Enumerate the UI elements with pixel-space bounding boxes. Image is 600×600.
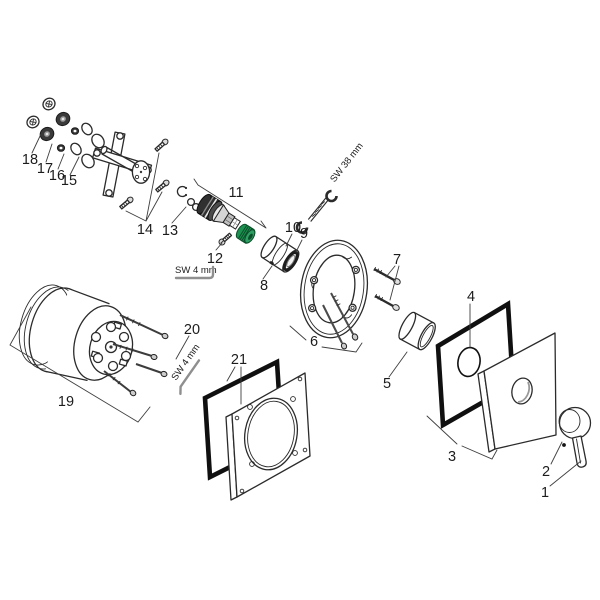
callout-13: 13 (162, 206, 187, 239)
part-3-escutcheon (477, 332, 557, 453)
svg-text:16: 16 (49, 168, 65, 184)
callout-18: 18 (22, 133, 42, 168)
svg-text:6: 6 (310, 334, 318, 350)
callout-12: 12 (207, 242, 223, 267)
part-17-bushings (39, 111, 71, 142)
svg-text:11: 11 (228, 185, 243, 201)
hex-key-4mm-basic-set: SW 4 mm (169, 342, 202, 396)
green-knurled-nut (235, 223, 256, 244)
wrench-size-label: SW 38 mm (328, 141, 366, 185)
callout-1: 1 (541, 460, 582, 501)
svg-text:13: 13 (162, 223, 178, 239)
svg-text:7: 7 (393, 252, 401, 268)
part-8-sleeve (260, 235, 300, 273)
svg-text:18: 18 (22, 152, 38, 168)
callout-5: 5 (383, 351, 408, 392)
svg-text:8: 8 (260, 278, 268, 294)
callout-17: 17 (37, 143, 53, 177)
open-end-wrench-icon: SW 38 mm (295, 141, 366, 234)
callout-14: 14 (125, 152, 163, 238)
callout-20: 20 (175, 322, 200, 360)
callout-8: 8 (260, 265, 273, 294)
part-16-rings (56, 127, 80, 152)
mounting-bracket (91, 131, 153, 198)
part-1-handle (558, 406, 592, 468)
plate-through-screw (322, 304, 348, 350)
basic-set-screws (103, 314, 169, 397)
svg-text:21: 21 (231, 352, 247, 368)
part-11-cartridge (196, 193, 256, 244)
plate-through-screw (330, 292, 359, 341)
part-2-set-screw (562, 443, 566, 447)
part-12-screw (218, 232, 233, 246)
callout-11: 11 (193, 178, 267, 229)
part-5-extension-sleeve (398, 311, 436, 351)
part-6-carrier-plate (299, 239, 369, 350)
part-15-o-rings (70, 122, 105, 169)
part-21-mounting-frame (225, 372, 311, 501)
svg-text:19: 19 (58, 394, 74, 410)
callout-7: 7 (385, 252, 401, 301)
part-18-screw-plugs (26, 97, 56, 129)
callout-4: 4 (467, 289, 475, 348)
allen-key-icon (174, 265, 215, 280)
callouts: 18 17 16 15 14 13 11 12 10 9 8 7 6 5 4 3… (9, 133, 582, 501)
callout-2: 2 (542, 441, 563, 480)
hex-key-size-label: SW 4 mm (175, 265, 217, 276)
svg-text:4: 4 (467, 289, 475, 305)
svg-text:9: 9 (300, 226, 308, 242)
callout-9: 9 (295, 226, 308, 253)
svg-text:15: 15 (61, 173, 77, 189)
part-19-basic-set (18, 284, 169, 397)
part-7-screws (373, 267, 401, 311)
svg-text:3: 3 (448, 449, 456, 465)
svg-text:2: 2 (542, 464, 550, 480)
svg-text:5: 5 (383, 376, 391, 392)
hex-key-4mm-cartridge: SW 4 mm (174, 265, 217, 280)
svg-text:12: 12 (207, 251, 223, 267)
callout-15: 15 (61, 156, 80, 189)
svg-text:14: 14 (137, 222, 153, 238)
allen-key-icon (179, 359, 201, 396)
part-14-screws (119, 138, 170, 210)
callout-21: 21 (226, 352, 247, 405)
svg-text:17: 17 (37, 161, 53, 177)
callout-6: 6 (289, 325, 363, 353)
callout-10: 10 (285, 220, 301, 247)
callout-19: 19 (9, 306, 151, 423)
svg-text:1: 1 (541, 485, 549, 501)
callout-3: 3 (426, 415, 498, 465)
svg-text:10: 10 (285, 220, 301, 236)
svg-text:20: 20 (184, 322, 200, 338)
callout-16: 16 (49, 153, 65, 184)
